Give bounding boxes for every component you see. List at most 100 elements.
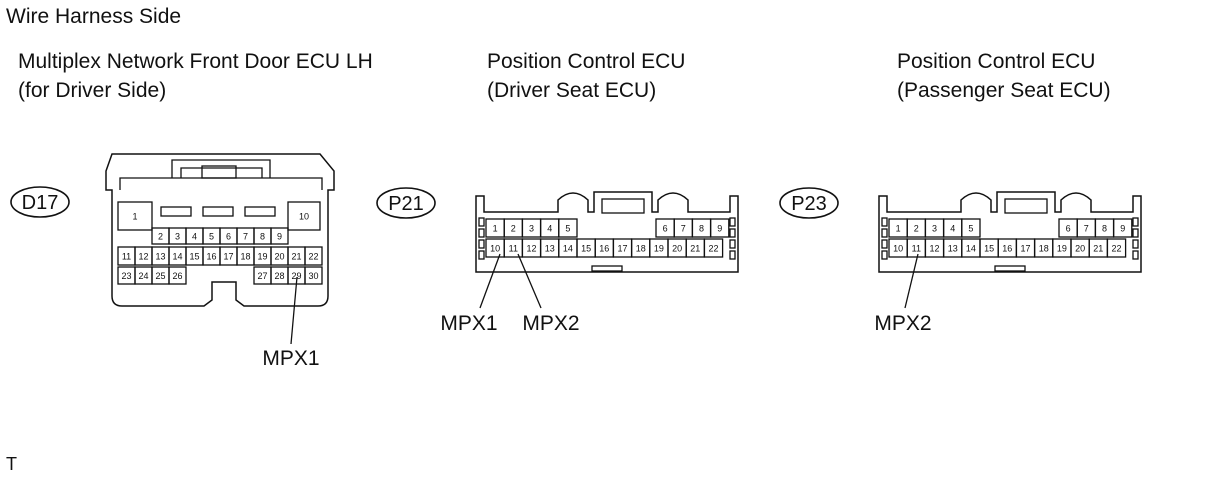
- d17-pin: 19: [257, 252, 267, 262]
- p23-pin: 10: [893, 244, 903, 254]
- d17-pin: 14: [172, 252, 182, 262]
- d17-pin-cell: [117, 201, 153, 231]
- p21-pin: 4: [547, 224, 552, 234]
- p23-pin-cell: [1106, 238, 1127, 258]
- p23-pin: 2: [914, 224, 919, 234]
- d17-pin: 2: [158, 232, 163, 242]
- connector-id-d17: D17: [22, 192, 59, 214]
- p23-rib-right: [1132, 217, 1139, 227]
- p23-title-line1: Position Control ECU: [897, 50, 1096, 73]
- p23-pin: 17: [1020, 244, 1030, 254]
- p23-pin: 19: [1057, 244, 1067, 254]
- p23-rib-left: [881, 250, 888, 260]
- d17-pin: 12: [138, 252, 148, 262]
- d17-callout-mpx1: MPX1: [262, 347, 319, 370]
- p21-pin: 22: [708, 244, 718, 254]
- p21-rib-left: [478, 228, 485, 238]
- d17-pin: 25: [155, 271, 165, 281]
- p23-pin: 3: [932, 224, 937, 234]
- d17-pin: 7: [243, 232, 248, 242]
- p23-pin-cell: [1112, 218, 1133, 238]
- p21-pin: 7: [681, 224, 686, 234]
- d17-pin: 18: [240, 252, 250, 262]
- p23-pin: 11: [912, 244, 921, 254]
- d17-top-latch: [171, 159, 271, 178]
- d17-inner-ledge: [119, 177, 323, 190]
- p21-pin: 1: [493, 224, 498, 234]
- d17-pin: 29: [291, 271, 301, 281]
- p23-pin: 1: [896, 224, 901, 234]
- p21-rib-right: [729, 239, 736, 249]
- p23-bottom-key: [994, 265, 1026, 272]
- d17-slot-3: [244, 206, 276, 217]
- d17-pin: 20: [274, 252, 284, 262]
- p23-pin: 20: [1075, 244, 1085, 254]
- p23-pin: 18: [1039, 244, 1049, 254]
- p23-housing: [878, 191, 1142, 273]
- d17-latch-tab: [201, 165, 237, 179]
- p23-pin: 16: [1002, 244, 1012, 254]
- p23-callout-mpx2: MPX2: [874, 312, 931, 335]
- p21-rib-right: [729, 250, 736, 260]
- p21-pin-cell: [558, 218, 578, 238]
- d17-pin-cell: [304, 266, 323, 285]
- d17-pin: 6: [226, 232, 231, 242]
- d17-pin: 23: [121, 271, 131, 281]
- p21-pin: 15: [581, 244, 591, 254]
- p23-rib-left: [881, 228, 888, 238]
- p23-latch-tab: [1004, 198, 1048, 214]
- p21-rib-left: [478, 250, 485, 260]
- d17-pin: 13: [155, 252, 165, 262]
- p23-pin: 21: [1093, 244, 1103, 254]
- p23-pin: 7: [1084, 224, 1089, 234]
- d17-pin: 30: [308, 271, 318, 281]
- p23-pin: 8: [1102, 224, 1107, 234]
- p21-callout-mpx1: MPX1: [440, 312, 497, 335]
- p21-title-line1: Position Control ECU: [487, 50, 686, 73]
- p23-mpx2-leader: [904, 253, 919, 309]
- d17-pin-cell: [287, 201, 321, 231]
- d17-pin-cell: [270, 227, 289, 245]
- d17-pin: 5: [209, 232, 214, 242]
- d17-pin: 22: [308, 252, 318, 262]
- p21-pin: 21: [690, 244, 700, 254]
- p23-pin: 12: [929, 244, 939, 254]
- p23-rib-right: [1132, 239, 1139, 249]
- p21-callout-mpx2: MPX2: [522, 312, 579, 335]
- p21-pin: 3: [529, 224, 534, 234]
- p21-rib-right: [729, 228, 736, 238]
- p21-pin-cell: [703, 238, 724, 258]
- p23-pin: 9: [1120, 224, 1125, 234]
- d17-slot-2: [202, 206, 234, 217]
- d17-pin: 16: [206, 252, 216, 262]
- p23-pin-cell: [961, 218, 981, 238]
- d17-pin: 8: [260, 232, 265, 242]
- p21-rib-right: [729, 217, 736, 227]
- d17-title-line2: (for Driver Side): [18, 79, 167, 102]
- d17-housing: [105, 153, 335, 307]
- p21-rib-left: [478, 239, 485, 249]
- p23-rib-right: [1132, 228, 1139, 238]
- d17-pin: 4: [192, 232, 197, 242]
- p21-pin: 10: [490, 244, 500, 254]
- p21-mpx2-leader: [517, 253, 542, 309]
- d17-pin: 11: [122, 252, 131, 262]
- d17-pin: 1: [132, 212, 137, 222]
- d17-pin: 21: [291, 252, 301, 262]
- p23-rib-left: [881, 217, 888, 227]
- p21-pin: 5: [565, 224, 570, 234]
- d17-pin: 3: [175, 232, 180, 242]
- p21-housing: [475, 191, 739, 273]
- d17-pin: 28: [274, 271, 284, 281]
- p21-pin: 16: [599, 244, 609, 254]
- d17-pin: 26: [172, 271, 182, 281]
- p21-pin: 19: [654, 244, 664, 254]
- p23-pin: 4: [950, 224, 955, 234]
- connector-id-p23: P23: [791, 193, 827, 215]
- d17-pin: 9: [277, 232, 282, 242]
- p21-pin: 6: [663, 224, 668, 234]
- p23-pin: 5: [968, 224, 973, 234]
- p21-pin: 12: [526, 244, 536, 254]
- page-title: Wire Harness Side: [6, 5, 182, 28]
